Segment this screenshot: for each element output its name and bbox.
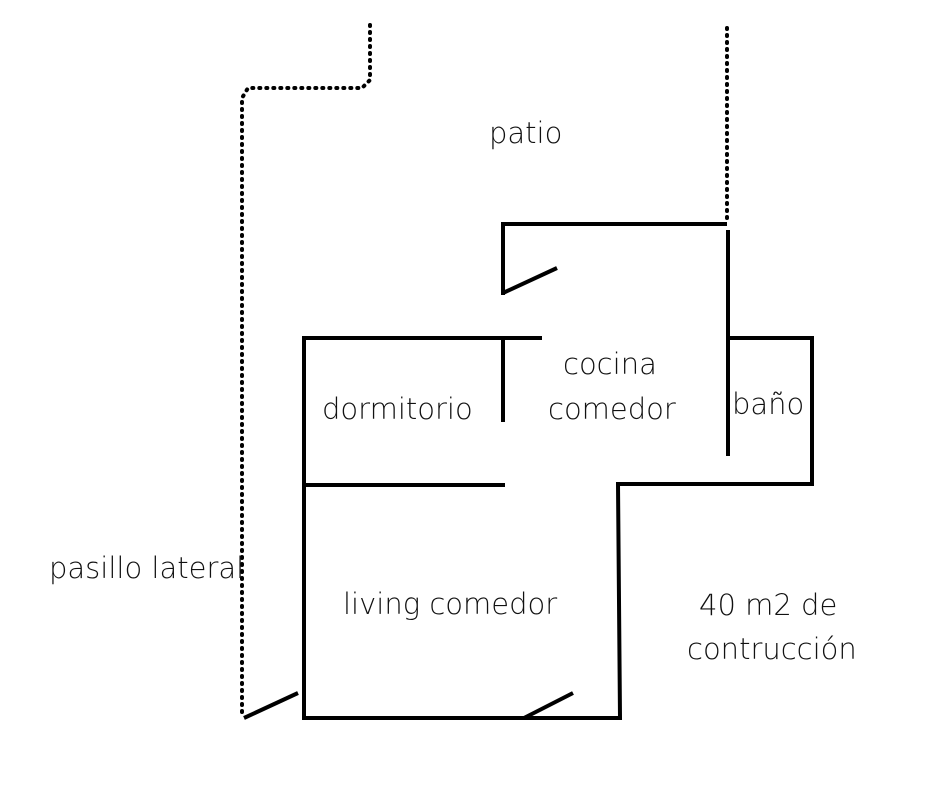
bathroom-walls — [728, 336, 814, 486]
bedroom-label: dormitorio — [322, 392, 473, 426]
kitchen-label-line2: comedor — [548, 392, 676, 426]
living-room-label: living comedor — [343, 587, 557, 621]
bathroom-label: baño — [732, 387, 804, 421]
kitchen-top-wall — [501, 222, 727, 295]
left-boundary-dotted — [240, 23, 372, 720]
side-entry-door — [243, 691, 299, 720]
kitchen-back-door — [502, 266, 558, 295]
kitchen-label-line1: cocina — [563, 347, 657, 381]
side-corridor-label: pasillo lateral — [49, 551, 244, 585]
front-door — [523, 691, 574, 720]
area-label-line1: 40 m2 de — [699, 588, 837, 622]
patio-label: patio — [489, 116, 562, 150]
area-label-line2: contrucción — [687, 632, 857, 666]
bedroom-top-wall — [302, 336, 542, 485]
living-outer-walls — [302, 482, 728, 720]
